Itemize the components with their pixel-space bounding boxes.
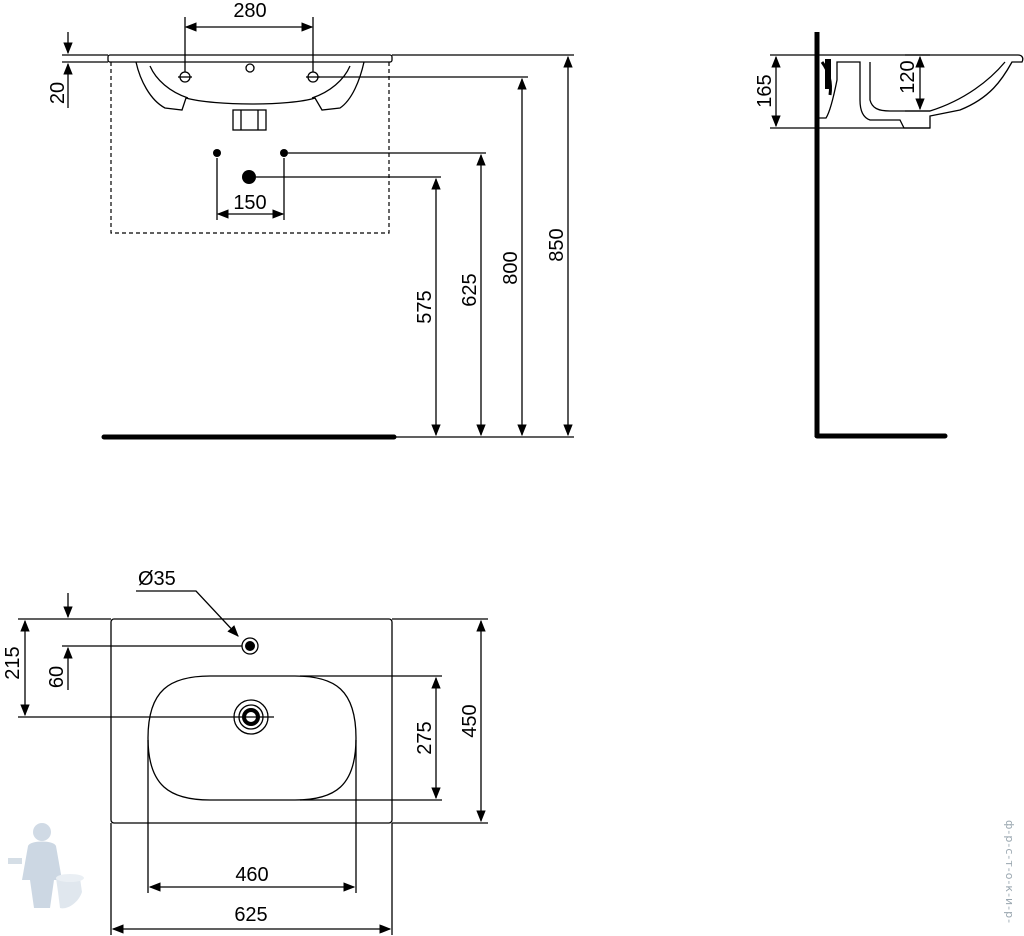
dim-460-label: 460 bbox=[235, 864, 268, 886]
top-basin-bowl bbox=[147, 675, 357, 801]
front-basin-bowl bbox=[135, 61, 365, 111]
dim-575-label: 575 bbox=[414, 290, 436, 323]
dim-120-label: 120 bbox=[897, 60, 919, 93]
dim-165-label: 165 bbox=[754, 74, 776, 107]
dim-60-label: 60 bbox=[46, 666, 68, 688]
dim-850-label: 850 bbox=[546, 228, 568, 261]
front-supply-right bbox=[280, 149, 288, 157]
dim-20-label: 20 bbox=[47, 82, 69, 104]
front-center-hole bbox=[245, 63, 255, 73]
front-cabinet-outline bbox=[110, 62, 390, 234]
front-supply-left bbox=[213, 149, 221, 157]
dim-diameter-35-label: Ø35 bbox=[138, 568, 176, 590]
dim-800-label: 800 bbox=[500, 251, 522, 284]
vertical-watermark: ф-р-с-т-о-к-и-р- bbox=[1003, 820, 1016, 925]
top-view: Ø35 215 60 275 450 460 625 bbox=[2, 568, 488, 935]
plumber-mascot-logo bbox=[8, 823, 84, 909]
side-view: 165 120 bbox=[754, 32, 1024, 439]
dim-150-label: 150 bbox=[233, 192, 266, 214]
dim-275-label: 275 bbox=[414, 721, 436, 754]
dim-280-label: 280 bbox=[233, 0, 266, 22]
front-view: 280 20 150 575 625 800 850 bbox=[47, 0, 574, 440]
dim-450-label: 450 bbox=[459, 704, 481, 737]
front-waste-outlet bbox=[242, 170, 256, 184]
dim-625-width-label: 625 bbox=[234, 904, 267, 926]
dim-215-label: 215 bbox=[2, 646, 24, 679]
front-basin-rim bbox=[107, 54, 393, 63]
dim-625-label: 625 bbox=[459, 273, 481, 306]
top-basin-outline bbox=[110, 618, 393, 824]
front-waste-spigot bbox=[232, 109, 267, 131]
